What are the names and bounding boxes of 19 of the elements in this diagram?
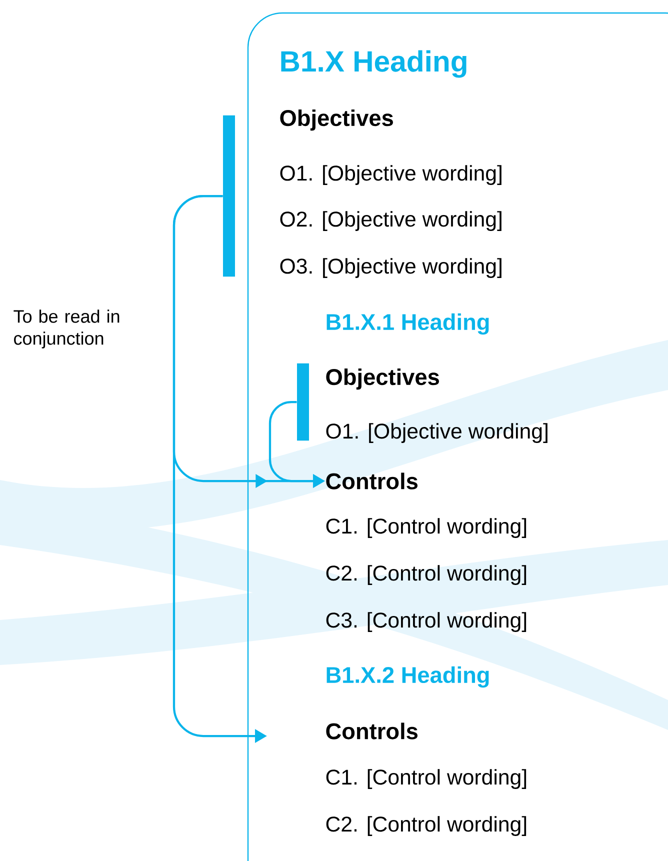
list-item: C1. [Control wording] (326, 518, 526, 538)
subheading-text: B1.X.2 Heading (326, 666, 489, 688)
list-item: O1. [Objective wording] (280, 165, 502, 185)
list-item: O3. [Objective wording] (280, 258, 502, 278)
list-item: O2. [Objective wording] (280, 211, 502, 231)
heading-text: B1.X Heading (281, 50, 466, 78)
section-label: Objectives (326, 368, 439, 390)
list-item: C2. [Control wording] (326, 565, 526, 585)
subheading-text: B1.X.1 Heading (326, 313, 489, 335)
list-item: O1. [Objective wording] (326, 423, 548, 443)
heading-text: Controls (326, 722, 418, 740)
bar (297, 363, 309, 441)
section-label: Objectives (280, 109, 393, 131)
note-text: To be read in conjunction (14, 310, 120, 348)
list-item: C1. [Control wording] (326, 769, 526, 789)
bar (223, 115, 235, 277)
list-item: C3. [Control wording] (326, 612, 526, 632)
list-item: C2. [Control wording] (326, 816, 526, 836)
heading-text: Controls (326, 472, 418, 490)
